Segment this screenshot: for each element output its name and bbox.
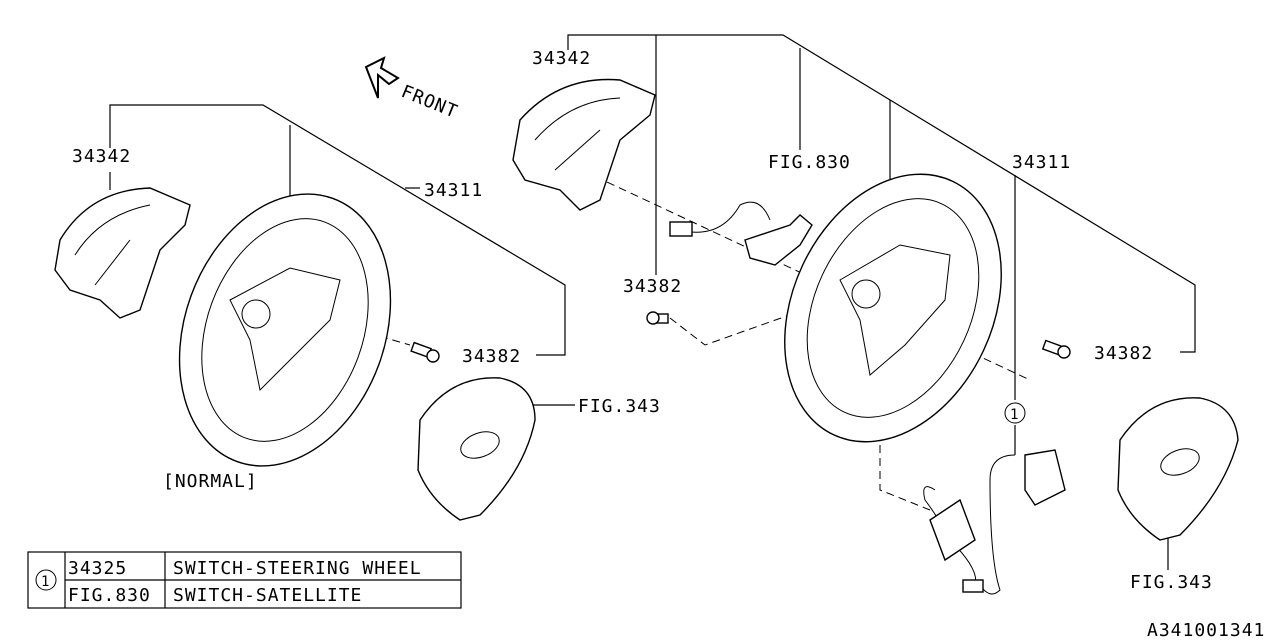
right-satellite-switch-part (669, 201, 813, 266)
diagram-id: A341001341 (1147, 620, 1265, 640)
legend-callout-icon (35, 569, 57, 591)
right-label-cover: 34342 (532, 48, 591, 69)
right-label-bolt-right: 34382 (1094, 343, 1153, 364)
right-callout-number: 1 (1010, 407, 1019, 423)
variant-label: [NORMAL] (163, 471, 258, 492)
left-steering-wheel-part (178, 193, 392, 467)
right-label-satellite: FIG.830 (768, 152, 851, 173)
right-steering-switch-part (923, 449, 1066, 595)
left-airbag-part (417, 377, 536, 521)
right-bolt-right-part (1041, 339, 1071, 359)
right-label-wheel: 34311 (1012, 152, 1071, 173)
legend-row-part: FIG.830 (68, 585, 151, 606)
callout-circle-icon (1004, 402, 1026, 424)
front-label: FRONT (398, 81, 461, 123)
left-cover-part (54, 187, 191, 319)
legend-row-part: 34325 (68, 558, 127, 579)
right-airbag-part (1117, 397, 1239, 541)
front-arrow-icon (364, 56, 400, 99)
right-cover-part (512, 78, 656, 211)
legend-table (27, 551, 462, 609)
legend-row-name: SWITCH-STEERING WHEEL (173, 558, 422, 579)
left-label-wheel: 34311 (424, 180, 483, 201)
right-steering-wheel-part (784, 173, 1002, 443)
legend-row-name: SWITCH-SATELLITE (173, 585, 362, 606)
left-label-bolt: 34382 (462, 346, 521, 367)
left-bolt-part (410, 341, 440, 363)
right-label-bolt-left: 34382 (623, 276, 682, 297)
right-bolt-left-part (646, 311, 669, 325)
left-label-airbag: FIG.343 (578, 396, 661, 417)
right-label-airbag: FIG.343 (1130, 572, 1213, 593)
left-label-cover: 34342 (72, 146, 131, 167)
legend-callout-number: 1 (41, 574, 50, 590)
